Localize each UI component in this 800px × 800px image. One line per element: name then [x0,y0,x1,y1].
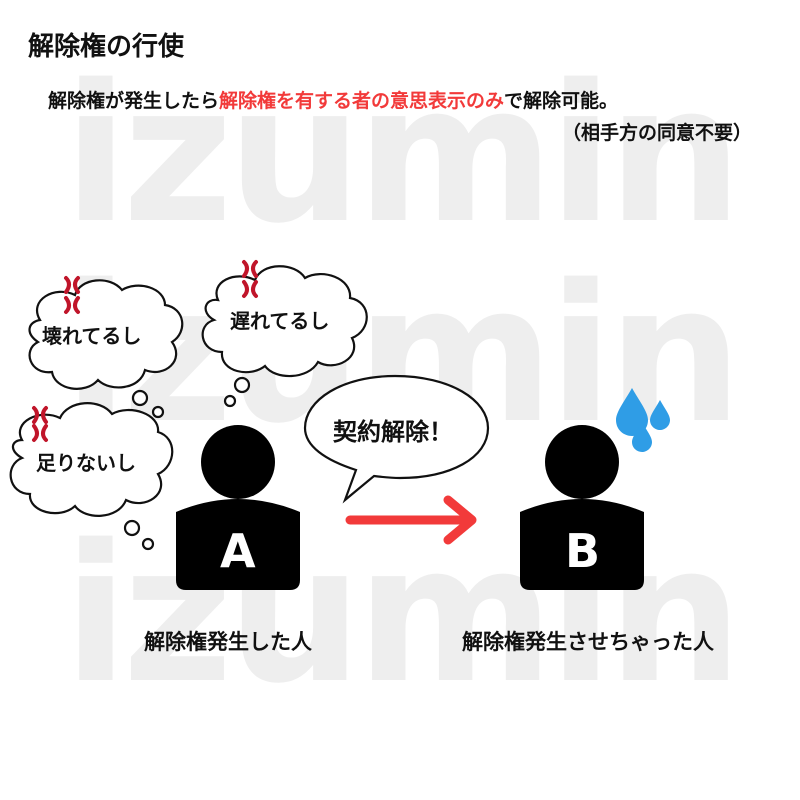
person-b-icon [520,425,644,590]
anger-mark-icon [64,276,80,314]
description-text: 解除権が発生したら解除権を有する者の意思表示のみで解除可能。 [48,86,618,113]
person-a-caption: 解除権発生した人 [144,630,312,654]
thought-cloud-shortage [9,402,174,551]
thought-text-late: 遅れてるし [230,309,330,333]
speech-text: 契約解除！ [333,418,453,446]
description-part1: 解除権が発生したら [48,90,220,112]
sweat-drop-icon [616,388,670,452]
speech-bubble [303,374,490,504]
thought-text-broken: 壊れてるし [42,324,142,348]
person-b-caption: 解除権発生させちゃった人 [462,630,714,654]
thought-text-shortage: 足りないし [36,451,136,475]
watermark-text: izumin [63,44,742,265]
anger-mark-icon [242,260,258,298]
person-b-letter: B [565,524,601,578]
page-title: 解除権の行使 [28,32,185,62]
arrow-right-icon [345,495,477,545]
person-a-letter: A [220,524,256,578]
description-part2: で解除可能。 [504,90,619,112]
description-highlight: 解除権を有する者の意思表示のみ [219,90,505,112]
description-note: （相手方の同意不要） [561,122,752,144]
person-a-icon [176,425,300,590]
anger-mark-icon [32,406,48,442]
